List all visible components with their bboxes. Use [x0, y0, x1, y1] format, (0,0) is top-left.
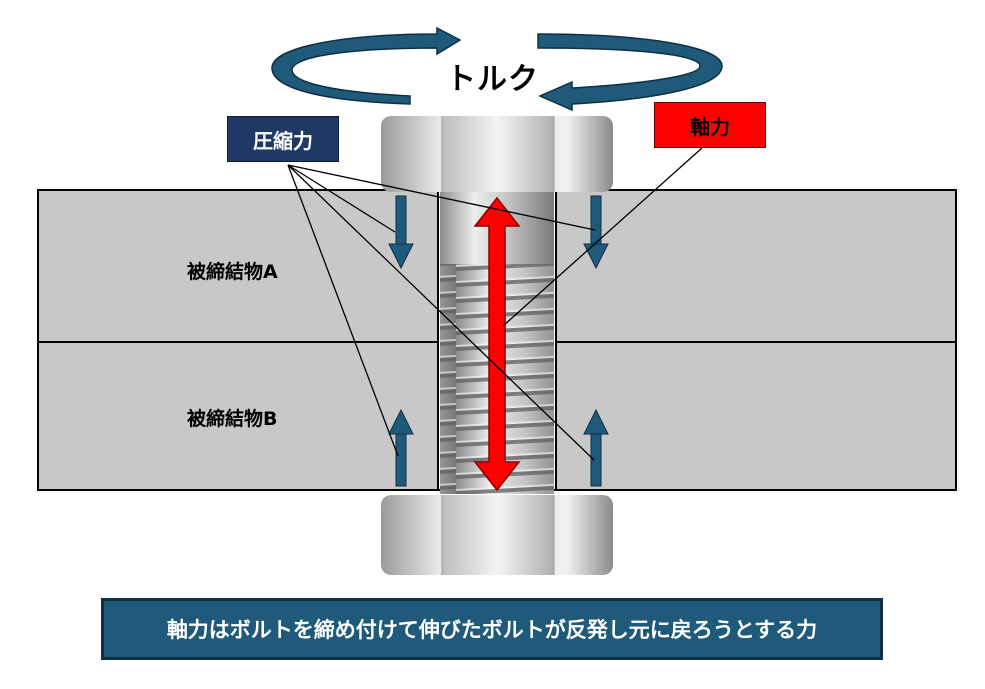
- member-a-label: 被締結物A: [187, 261, 278, 283]
- compress-arrow-top-left-icon: [388, 195, 414, 270]
- compressive-force-label: 圧縮力: [227, 116, 339, 162]
- nut: [381, 495, 613, 575]
- compress-arrow-top-right-icon: [583, 195, 609, 270]
- axial-arrow-icon: [473, 196, 521, 492]
- bolt-head: [381, 116, 613, 192]
- leader-lines: [287, 147, 703, 461]
- compress-arrow-bottom-left-icon: [388, 408, 414, 487]
- compress-arrow-bottom-right-icon: [583, 408, 609, 487]
- torque-label: トルク: [446, 62, 539, 97]
- member-b-label: 被締結物B: [187, 408, 278, 430]
- axial-force-label: 軸力: [654, 102, 766, 148]
- compress-arrows: [388, 195, 609, 487]
- caption-box: 軸力はボルトを締め付けて伸びたボルトが反発し元に戻ろうとする力: [101, 598, 883, 660]
- torque-arrow-icon: [271, 26, 723, 112]
